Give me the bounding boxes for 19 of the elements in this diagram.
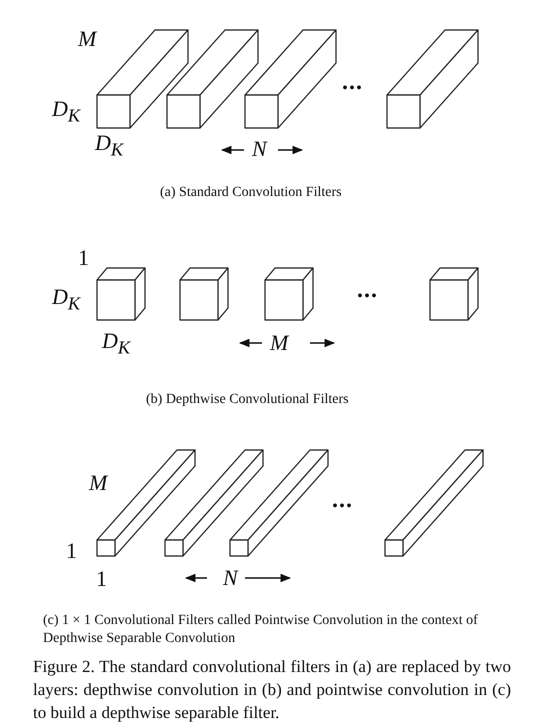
dimension-label: 1 <box>96 568 107 590</box>
figure-caption: Figure 2. The standard convolutional filters in (a) are replaced by two layers: depthwise convolution in (b) and pointwise convolution in (c) to build a depthwise separable filter. <box>33 656 511 724</box>
ellipsis: ... <box>357 278 378 302</box>
dimension-label: D$_{K}$ <box>52 286 80 313</box>
dimension-label: M <box>89 472 108 494</box>
dimension-label: D$_{K}$ <box>102 330 130 357</box>
dimension-label: D$_{K}$ <box>52 98 80 125</box>
panel-caption: (a) Standard Convolution Filters <box>160 186 342 200</box>
dimension-label: 1 <box>78 247 89 269</box>
ellipsis: ... <box>332 488 353 512</box>
dimension-label: 1 <box>66 540 77 562</box>
panel-caption: (b) Depthwise Convolutional Filters <box>146 393 349 407</box>
dimension-label: M <box>78 28 96 50</box>
count-label: M <box>270 332 288 354</box>
ellipsis: ... <box>342 70 363 94</box>
count-label: N <box>252 138 267 160</box>
panel-caption: (c) 1 × 1 Convolutional Filters called Pointwise Convolution in the context of Depthwise Separable Convolution <box>43 612 479 648</box>
count-label: N <box>223 567 238 589</box>
dimension-label: D$_{K}$ <box>95 132 124 159</box>
